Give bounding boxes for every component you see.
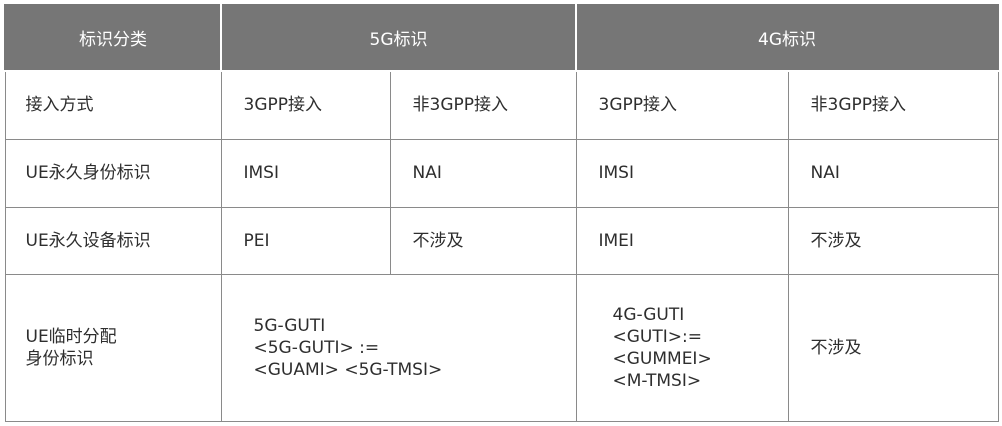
row-label-temp-id-line2: 身份标识	[25, 349, 94, 370]
cell-4g-temp-id-line3: <GUMMEI>	[612, 349, 712, 370]
cell-5g-3gpp-permanent-id: IMSI	[220, 138, 391, 208]
cell-5g-temp-id-line2: <5G-GUTI> :=	[253, 338, 380, 359]
cell-5g-non3gpp-permanent-id: NAI	[389, 138, 577, 208]
row-label-access: 接入方式	[4, 70, 222, 140]
header-5g: 5G标识	[220, 4, 577, 72]
row-label-temp-id-line1: UE临时分配	[25, 327, 117, 348]
cell-4g-non3gpp-permanent-id: NAI	[787, 138, 999, 208]
cell-4g-temp-id-line2: <GUTI>:=	[612, 327, 702, 348]
cell-5g-temp-id-line1: 5G-GUTI	[253, 316, 326, 337]
table-row-access: 接入方式 3GPP接入 非3GPP接入 3GPP接入 非3GPP接入	[4, 70, 999, 140]
row-label-temp-id: UE临时分配 身份标识	[4, 274, 222, 422]
table-row-device-id: UE永久设备标识 PEI 不涉及 IMEI 不涉及	[4, 206, 999, 276]
cell-4g-3gpp-temp-id: 4G-GUTI <GUTI>:= <GUMMEI> <M-TMSI>	[575, 274, 789, 422]
cell-4g-non3gpp-temp-id: 不涉及	[787, 274, 999, 422]
cell-5g-non3gpp-device-id: 不涉及	[389, 206, 577, 276]
header-category: 标识分类	[4, 4, 222, 72]
cell-4g-3gpp-permanent-id: IMSI	[575, 138, 789, 208]
cell-5g-temp-id: 5G-GUTI <5G-GUTI> := <GUAMI> <5G-TMSI>	[220, 274, 577, 422]
cell-5g-non3gpp-access: 非3GPP接入	[389, 70, 577, 140]
row-label-device-id: UE永久设备标识	[4, 206, 222, 276]
identity-comparison-table: 标识分类 5G标识 4G标识 接入方式 3GPP接入 非3GPP接入 3GPP接…	[4, 4, 999, 422]
cell-4g-3gpp-access: 3GPP接入	[575, 70, 789, 140]
cell-5g-3gpp-access: 3GPP接入	[220, 70, 391, 140]
cell-5g-temp-id-line3: <GUAMI> <5G-TMSI>	[253, 360, 443, 381]
cell-4g-3gpp-device-id: IMEI	[575, 206, 789, 276]
cell-4g-non3gpp-access: 非3GPP接入	[787, 70, 999, 140]
row-label-permanent-id: UE永久身份标识	[4, 138, 222, 208]
cell-5g-3gpp-device-id: PEI	[220, 206, 391, 276]
cell-4g-temp-id-line4: <M-TMSI>	[612, 371, 702, 392]
table-row-temp-id: UE临时分配 身份标识 5G-GUTI <5G-GUTI> := <GUAMI>…	[4, 274, 999, 422]
cell-4g-temp-id-line1: 4G-GUTI	[612, 305, 685, 326]
header-4g: 4G标识	[575, 4, 999, 72]
cell-4g-non3gpp-device-id: 不涉及	[787, 206, 999, 276]
table-row-permanent-id: UE永久身份标识 IMSI NAI IMSI NAI	[4, 138, 999, 208]
table-header-row: 标识分类 5G标识 4G标识	[4, 4, 999, 72]
